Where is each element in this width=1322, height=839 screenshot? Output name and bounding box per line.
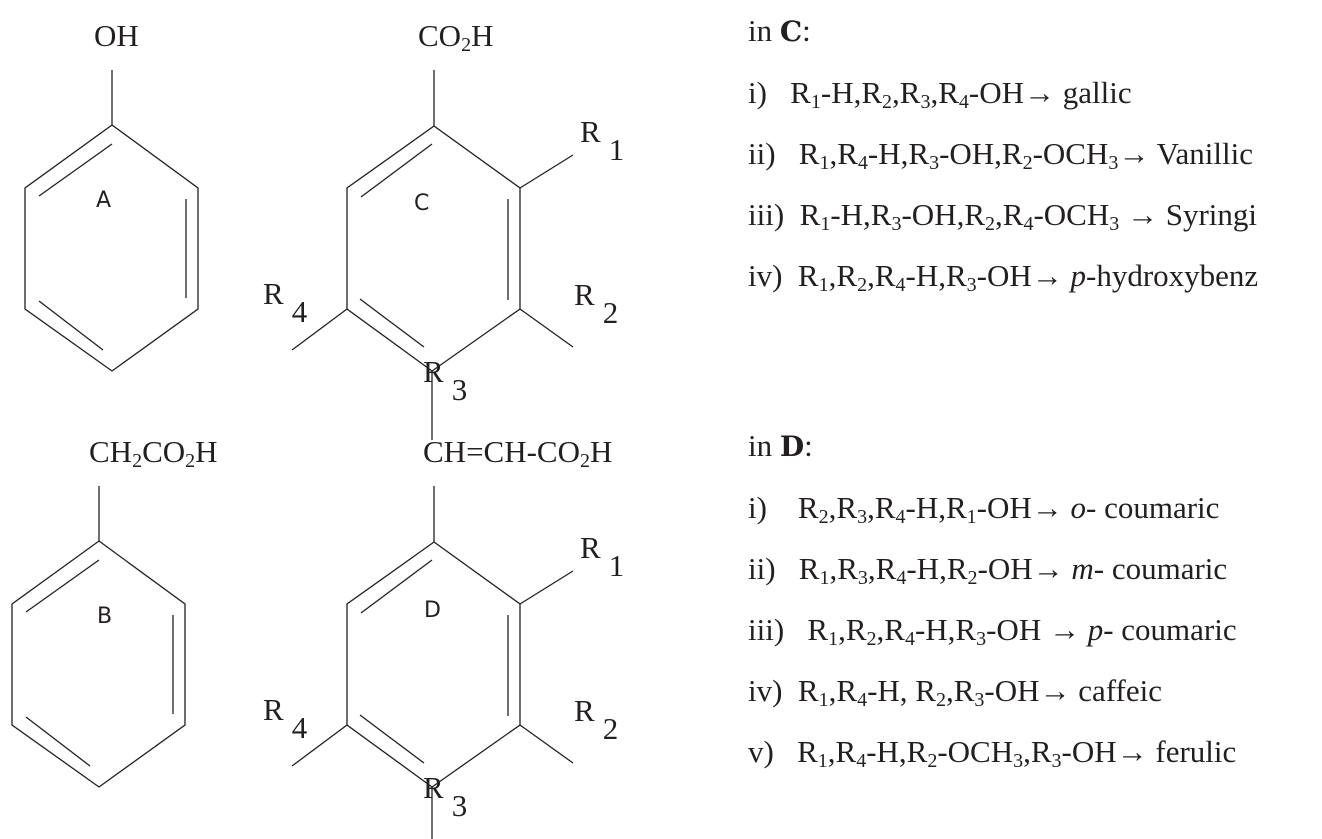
list-item: i) R1-H,R2,R3,R4-OH→ gallic <box>748 75 1132 113</box>
list-d-heading: in D: <box>748 428 813 463</box>
list-item: iii) R1-H,R3-OH,R2,R4-OCH3 → Syringi <box>748 197 1258 235</box>
ring-label-c: C <box>414 191 429 216</box>
r4-label: R4 <box>263 692 308 745</box>
list-c-heading: in C: <box>748 13 811 48</box>
r2-label: R2 <box>574 693 618 746</box>
list-item: ii) R1,R4-H,R3-OH,R2-OCH3→ Vanillic <box>748 136 1253 174</box>
list-c: in C: i) R1-H,R2,R3,R4-OH→ gallic ii) R1… <box>748 0 1258 306</box>
substituent-cinnamic: CH=CH-CO2H <box>423 434 612 472</box>
list-item: iv) R1,R4-H, R2,R3-OH→ caffeic <box>748 673 1162 711</box>
r4-label: R4 <box>263 276 308 329</box>
list-item: iii) R1,R2,R4-H,R3-OH → p- coumaric <box>748 612 1237 650</box>
ring-c: CO2H C R1 R2 R3 R4 <box>263 18 624 440</box>
list-item: v) R1,R4-H,R2-OCH3,R3-OH→ ferulic <box>748 734 1237 772</box>
ring-label-b: B <box>97 604 112 629</box>
substituent-co2h: CO2H <box>418 18 493 56</box>
r1-label: R1 <box>580 530 624 583</box>
r2-label: R2 <box>574 277 618 330</box>
ring-b: CH2CO2H B <box>11 434 218 788</box>
ring-label-a: A <box>96 188 111 213</box>
substituent-oh: OH <box>94 18 139 53</box>
ring-label-d: D <box>424 598 441 623</box>
list-item: i) R2,R3,R4-H,R1-OH→ o- coumaric <box>748 490 1220 528</box>
list-item: ii) R1,R3,R4-H,R2-OH→ m- coumaric <box>748 551 1228 589</box>
ring-d: CH=CH-CO2H D R1 R2 R3 R4 <box>263 434 624 839</box>
list-item: iv) R1,R2,R4-H,R3-OH→ p-hydroxybenz <box>748 258 1259 296</box>
ring-a: OH A <box>24 18 199 372</box>
r1-label: R1 <box>580 114 624 167</box>
substituent-ch2co2h: CH2CO2H <box>89 434 218 472</box>
list-d: in D: i) R2,R3,R4-H,R1-OH→ o- coumaric i… <box>748 415 1237 782</box>
